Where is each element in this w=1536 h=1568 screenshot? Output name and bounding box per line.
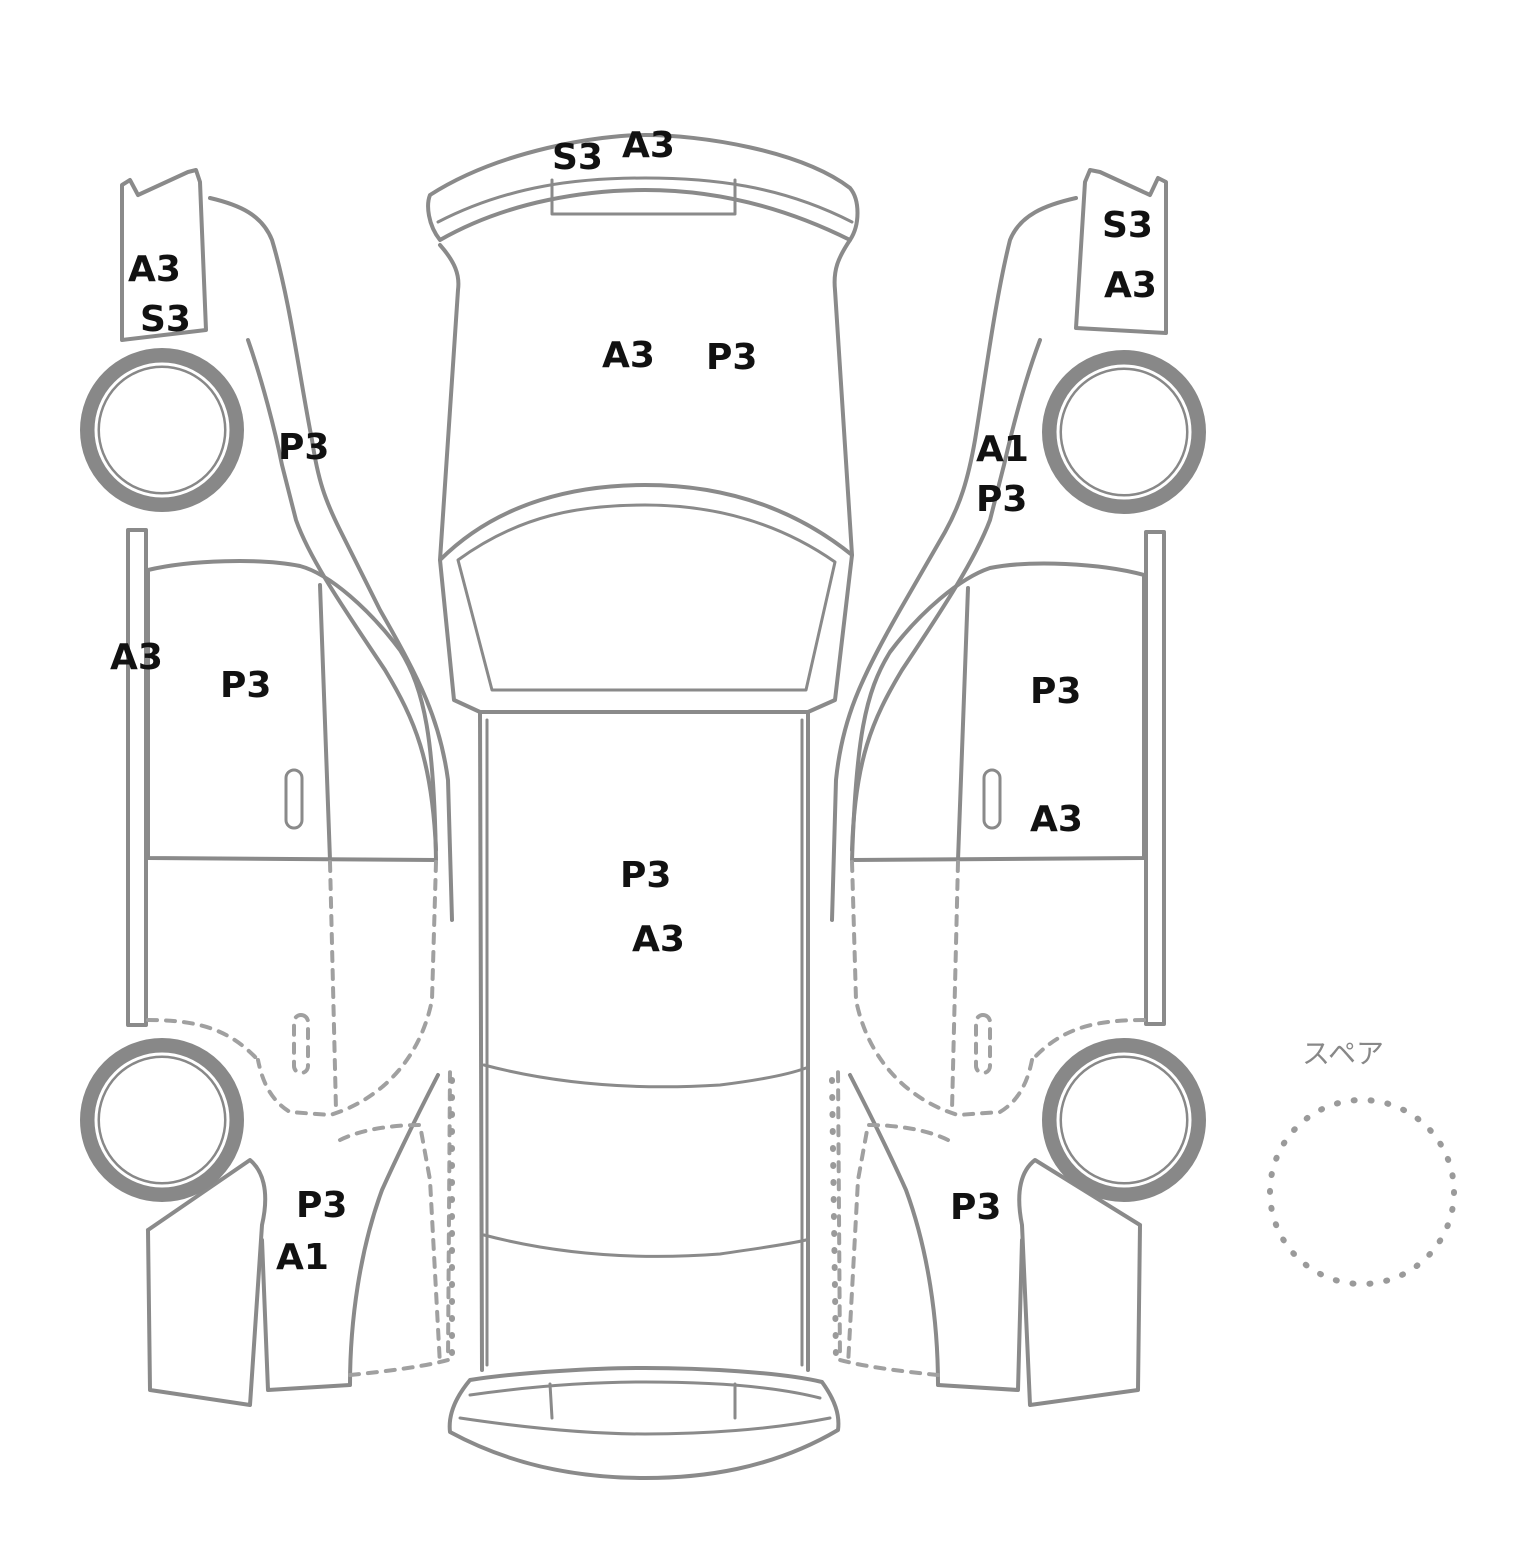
- left-rear-pillar: [260, 1073, 440, 1392]
- spare-tire-label: スペア: [1302, 1037, 1385, 1070]
- top-windshield-inner: [456, 503, 837, 692]
- left-front-tire: [80, 348, 244, 512]
- left-front-bumper-outline: [120, 168, 208, 342]
- right-front-bumper-code-2: A3: [1104, 265, 1157, 306]
- right-rear-quarter-dashed: [836, 1068, 950, 1377]
- left-fender-line: [208, 196, 454, 922]
- right-rear-quarter-outline: [1017, 1158, 1142, 1407]
- right-pillar-line: [850, 338, 1042, 852]
- left-front-bumper-code-1: A3: [128, 249, 181, 290]
- top-front-bumper-code-2: A3: [622, 125, 675, 166]
- right-front-door-outline: [850, 561, 1146, 862]
- right-front-bumper-outline: [1074, 168, 1168, 335]
- right-front-door-code-2: A3: [1030, 799, 1083, 840]
- left-door-edge-code: A3: [110, 637, 163, 678]
- right-side-view: [830, 168, 1206, 1407]
- left-side-view: [80, 168, 454, 1407]
- top-front-bumper-code-1: S3: [552, 137, 603, 178]
- right-door-handle: [982, 768, 1002, 830]
- right-rear-quarter-code: P3: [950, 1187, 1002, 1228]
- spare-tire-dotted-circle: [1267, 1097, 1457, 1287]
- left-front-bumper-code-2: S3: [140, 299, 191, 340]
- right-front-fender-code-2: P3: [976, 479, 1028, 520]
- top-front-grille: [550, 178, 737, 216]
- left-rear-quarter-dashed: [338, 1068, 452, 1377]
- left-rear-quarter-code-1: P3: [296, 1185, 348, 1226]
- top-roof-inner: [485, 718, 804, 1367]
- top-roof-outline: [478, 710, 810, 1372]
- left-rear-quarter-outline: [146, 1158, 268, 1407]
- left-rear-tire-rim: [94, 1052, 230, 1188]
- top-hood-outline: [438, 238, 854, 562]
- top-right-hidden-edge: [829, 1077, 839, 1363]
- right-rear-tire-rim: [1056, 1052, 1192, 1188]
- top-roof-code-2: A3: [632, 919, 685, 960]
- left-front-fender-code: P3: [278, 427, 330, 468]
- top-front-bumper-inner: [436, 176, 854, 224]
- left-front-tire-rim: [94, 362, 230, 498]
- left-rear-tire: [80, 1038, 244, 1202]
- right-rear-handle-dashed: [974, 1013, 992, 1075]
- left-rear-handle-dashed: [292, 1013, 310, 1075]
- top-tailgate-line: [482, 1233, 808, 1258]
- left-pillar-line: [246, 338, 438, 852]
- right-front-door-code-1: P3: [1030, 671, 1082, 712]
- top-view: [426, 133, 860, 1480]
- right-rear-door-dashed: [850, 860, 1146, 1118]
- left-door-handle: [284, 768, 304, 830]
- right-rear-tire: [1042, 1038, 1206, 1202]
- left-sill-bar: [126, 528, 148, 1027]
- top-hood-code-2: P3: [706, 337, 758, 378]
- left-front-door-code: P3: [220, 665, 272, 706]
- top-rear-bumper: [447, 1366, 841, 1480]
- right-front-bumper-code-1: S3: [1102, 205, 1153, 246]
- right-fender-line: [830, 196, 1078, 922]
- right-sill-bar: [1144, 530, 1166, 1026]
- top-roof-code-1: P3: [620, 855, 672, 896]
- top-rear-bumper-inner: [458, 1380, 832, 1436]
- left-door-divider: [318, 583, 332, 862]
- right-front-fender-code-1: A1: [976, 429, 1029, 470]
- left-rear-quarter-code-2: A1: [276, 1237, 329, 1278]
- top-hood-code-1: A3: [602, 335, 655, 376]
- top-windshield-outer: [438, 483, 854, 714]
- right-door-divider: [956, 586, 970, 862]
- right-front-tire: [1042, 350, 1206, 514]
- top-rear-window-line: [482, 1063, 808, 1089]
- left-rear-door-dashed: [146, 860, 438, 1118]
- right-rear-pillar: [848, 1073, 1024, 1392]
- left-front-door-outline: [146, 559, 438, 862]
- right-front-tire-rim: [1056, 364, 1192, 500]
